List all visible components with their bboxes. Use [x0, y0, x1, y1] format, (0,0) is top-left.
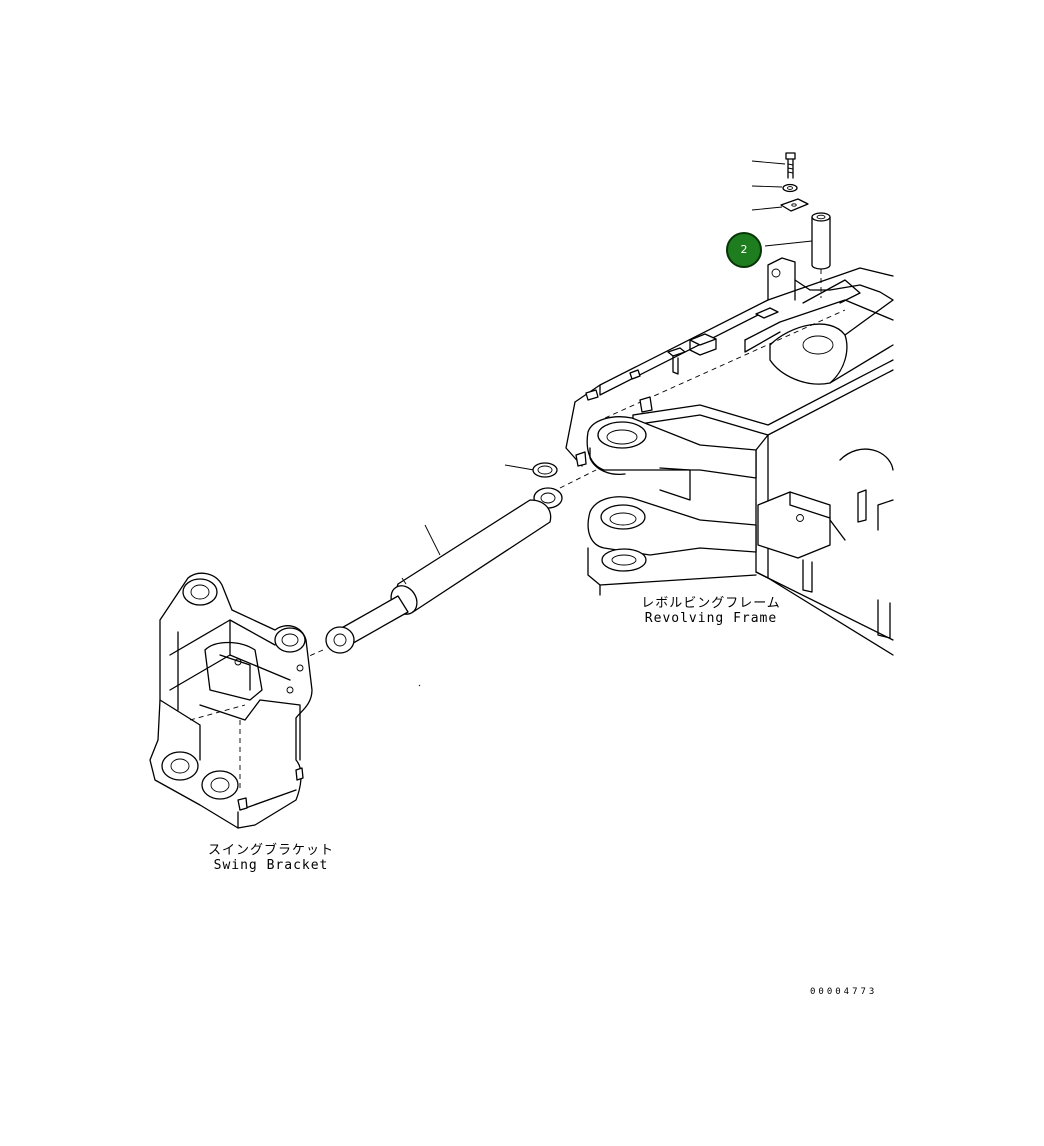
revolving-frame-label: レボルビングフレーム Revolving Frame: [636, 596, 786, 626]
revolving-frame-en: Revolving Frame: [644, 611, 778, 626]
callout-2-badge[interactable]: 2: [726, 232, 762, 268]
callout-number: 2: [740, 243, 748, 256]
swing-bracket-label: スイングブラケット Swing Bracket: [196, 843, 346, 873]
shim-washer: [504, 462, 597, 489]
drawing-code: 00004773: [810, 987, 878, 997]
swing-cylinder: [299, 487, 563, 661]
revolving-frame: [565, 257, 894, 656]
revolving-frame-jp: レボルビングフレーム: [641, 596, 781, 611]
swing-bracket-jp: スイングブラケット: [207, 843, 334, 858]
swing-bracket: [149, 572, 313, 829]
pin-part-2: [764, 212, 831, 298]
fastener-stack: [751, 152, 809, 212]
swing-bracket-en: Swing Bracket: [213, 858, 329, 873]
